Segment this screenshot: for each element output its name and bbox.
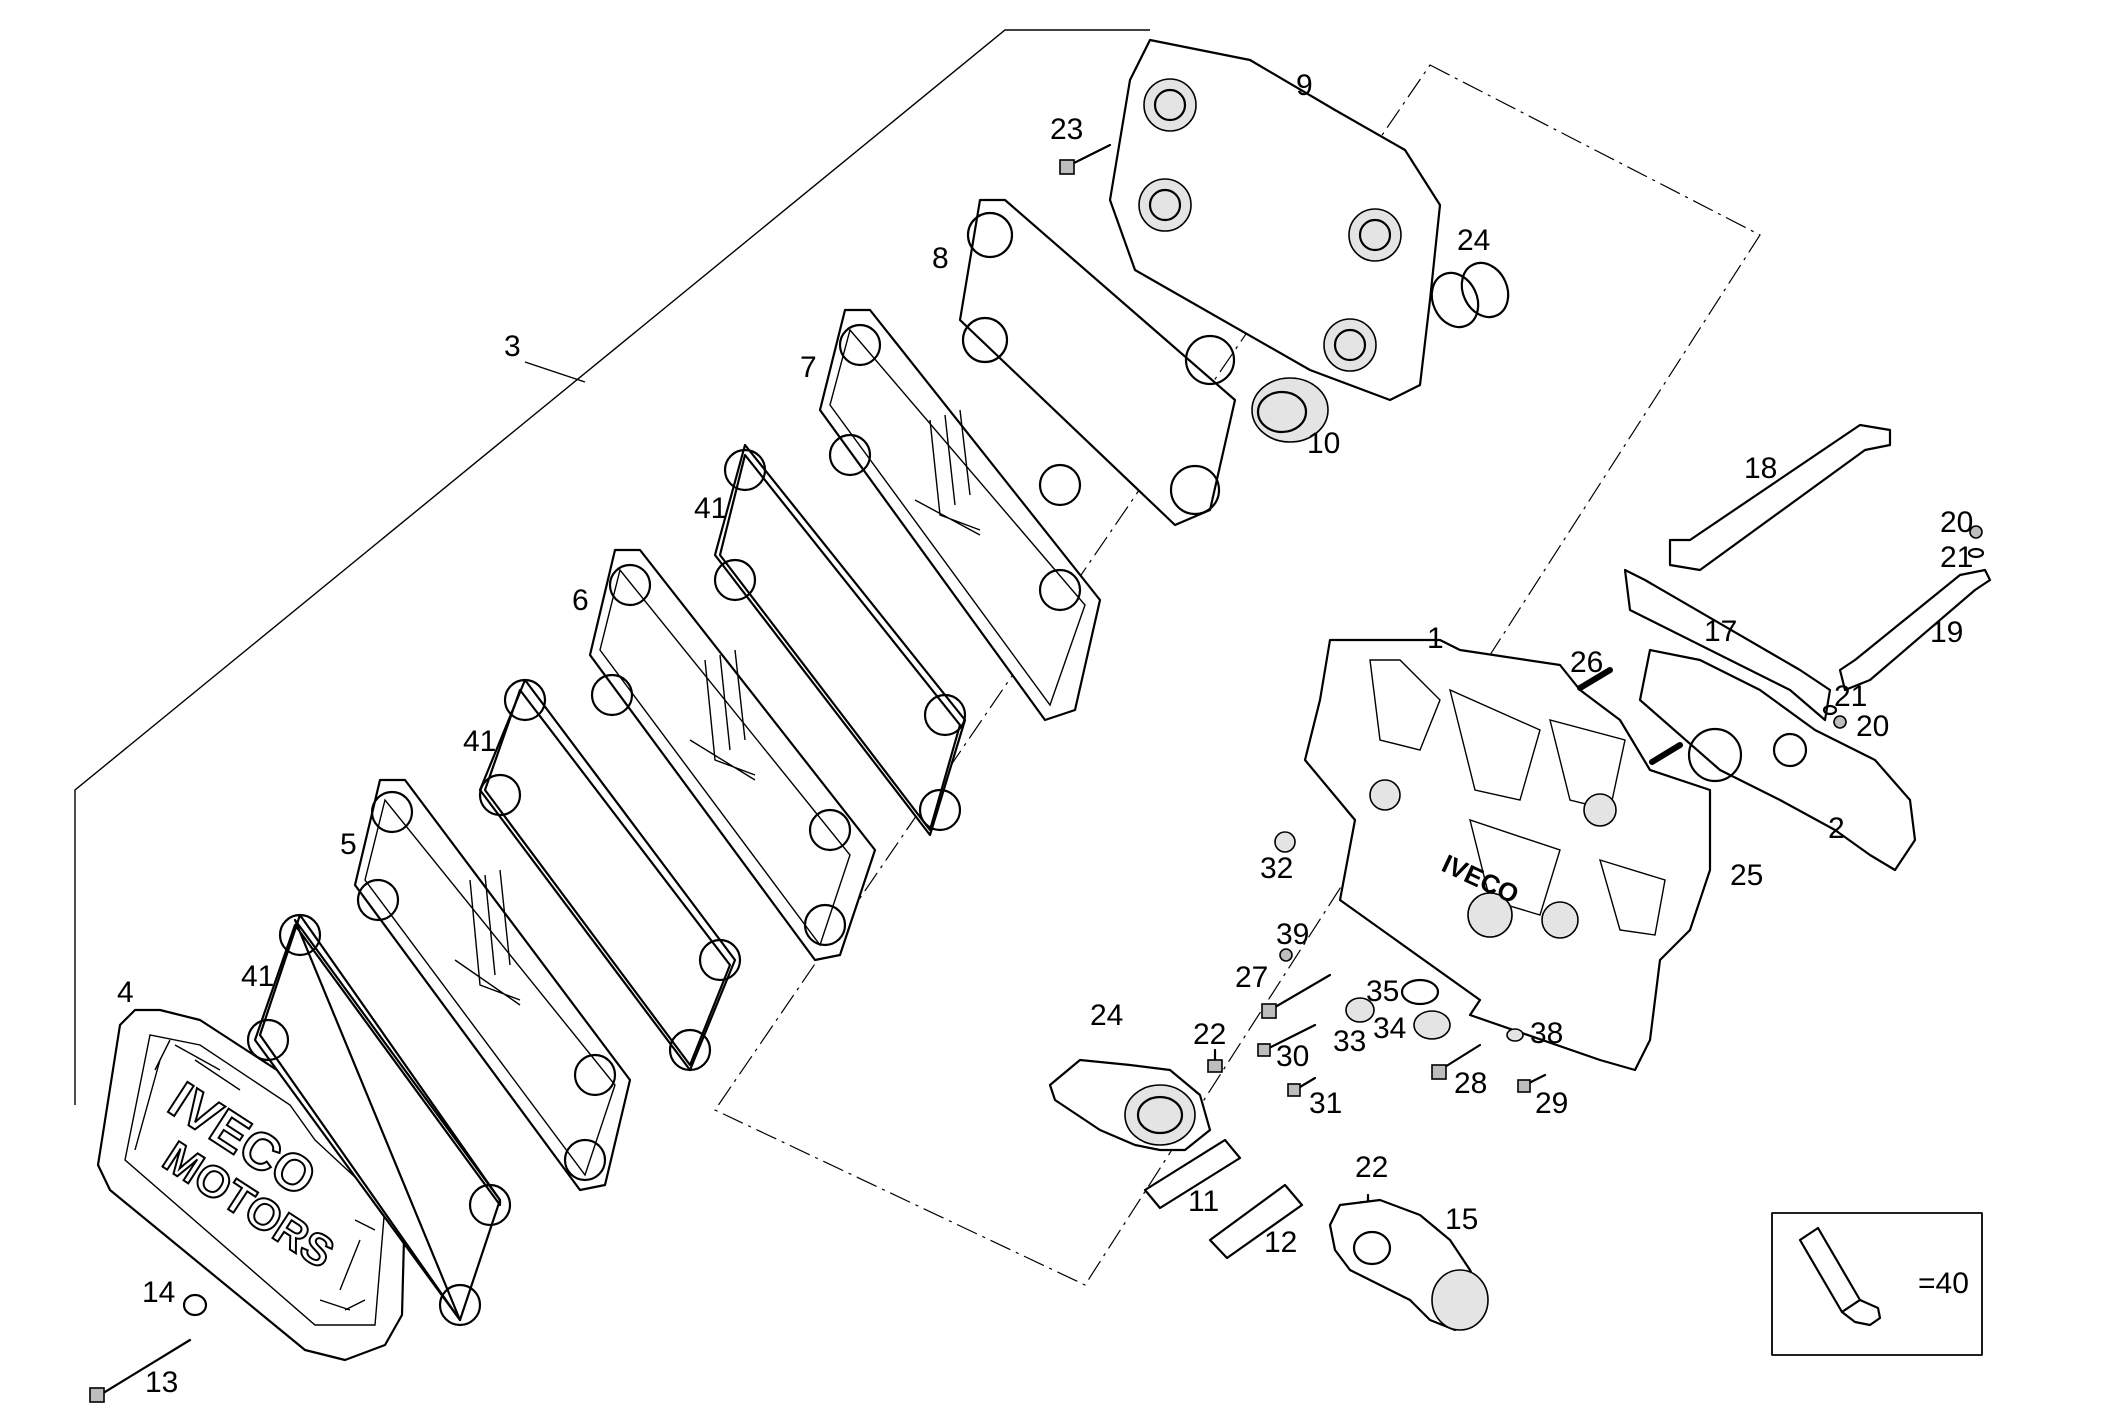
callout-35: 35 <box>1366 975 1399 1008</box>
part-1-housing: IVECO <box>1303 638 1712 1072</box>
callout-26: 26 <box>1570 646 1603 679</box>
part-24-o-rings <box>1430 261 1510 329</box>
callout-23: 23 <box>1050 113 1083 146</box>
callout-3: 3 <box>504 330 521 363</box>
part-10-seal <box>1251 377 1329 443</box>
callout-41-rear: 41 <box>694 492 727 525</box>
callout-14: 14 <box>142 1276 175 1309</box>
callout-18: 18 <box>1744 452 1777 485</box>
callout-4: 4 <box>117 976 134 1009</box>
part-19-bracket <box>1838 568 1992 692</box>
callout-5: 5 <box>340 828 357 861</box>
callout-41-middle: 41 <box>463 725 496 758</box>
callout-12: 12 <box>1264 1226 1297 1259</box>
callout-25: 25 <box>1730 859 1763 892</box>
callout-33: 33 <box>1333 1025 1366 1058</box>
part-7-plate <box>818 308 1102 722</box>
callout-20-lower: 20 <box>1856 710 1889 743</box>
part-6-plate <box>588 548 877 962</box>
sealant-legend: =40 <box>1771 1212 1983 1356</box>
callout-17: 17 <box>1704 615 1737 648</box>
callout-28: 28 <box>1454 1067 1487 1100</box>
part-20-21-fasteners <box>1822 525 1985 729</box>
part-12-tube <box>1208 1183 1304 1260</box>
callout-21-upper: 21 <box>1940 541 1973 574</box>
callout-20-upper: 20 <box>1940 506 1973 539</box>
callout-34: 34 <box>1373 1012 1406 1045</box>
callout-22-upper: 22 <box>1193 1018 1226 1051</box>
callout-8: 8 <box>932 242 949 275</box>
housing-seals <box>1345 978 1524 1042</box>
callout-32: 32 <box>1260 852 1293 885</box>
housing-bolts <box>1257 948 1547 1097</box>
callout-9: 9 <box>1296 69 1313 102</box>
part-18-bracket <box>1668 423 1892 572</box>
assembly-bracket-3 <box>74 29 1150 1105</box>
part-17-strip <box>1623 568 1832 722</box>
callout-41-front: 41 <box>241 960 274 993</box>
sealant-reference-label: =40 <box>1918 1267 1969 1300</box>
callout-15: 15 <box>1445 1203 1478 1236</box>
callout-24-lower: 24 <box>1090 999 1123 1032</box>
part-22-bolts <box>1207 1048 1376 1215</box>
part-8-gasket-sheet <box>958 198 1237 527</box>
callout-7: 7 <box>800 351 817 384</box>
callout-22-lower: 22 <box>1355 1151 1388 1184</box>
callout-11: 11 <box>1188 1185 1219 1218</box>
callout-19: 19 <box>1930 616 1963 649</box>
callout-24-upper: 24 <box>1457 224 1490 257</box>
part-41-gasket-rear <box>713 443 967 837</box>
callout-39: 39 <box>1276 918 1309 951</box>
part-25-26-pins <box>1577 667 1683 765</box>
part-32-plug <box>1274 831 1296 853</box>
callout-27: 27 <box>1235 961 1268 994</box>
callout-6: 6 <box>572 584 589 617</box>
callout-21-lower: 21 <box>1834 680 1867 713</box>
part-24-elbow <box>1048 1058 1212 1152</box>
part-9-cover-plate <box>1108 38 1442 402</box>
callout-30: 30 <box>1276 1040 1309 1073</box>
callout-10: 10 <box>1307 427 1340 460</box>
callout-labels: 1 2 3 4 5 6 7 8 9 10 11 12 13 14 15 17 1… <box>117 69 1973 1399</box>
sealant-tube-icon <box>1798 1226 1882 1327</box>
callout-2: 2 <box>1828 812 1845 845</box>
part-5-plate <box>353 778 632 1192</box>
part-41-gasket-front <box>246 913 512 1327</box>
part-41-gasket-middle <box>478 678 742 1072</box>
callout-29: 29 <box>1535 1087 1568 1120</box>
part-15-elbow <box>1328 1198 1489 1332</box>
part-23-bolt <box>1059 143 1112 175</box>
part-11-tube <box>1143 1138 1242 1210</box>
callout-1: 1 <box>1427 622 1444 655</box>
callout-31: 31 <box>1309 1087 1342 1120</box>
part-13-bolt-14-washer <box>89 1293 208 1403</box>
callout-38: 38 <box>1530 1017 1563 1050</box>
callout-13: 13 <box>145 1366 178 1399</box>
part-2-gasket <box>1638 648 1917 872</box>
